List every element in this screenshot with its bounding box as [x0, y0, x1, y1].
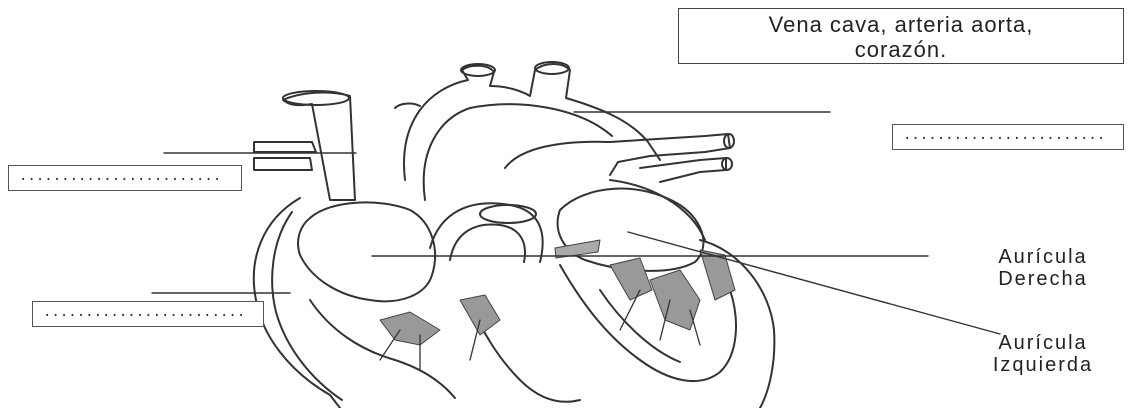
- vena-cava-right-edge: [395, 104, 420, 108]
- label-auricula-derecha-line-2: Derecha: [968, 268, 1118, 290]
- left-atrium: [558, 189, 704, 271]
- right-atrium: [298, 202, 435, 301]
- answer-blank-left-lower[interactable]: ........................: [32, 301, 264, 327]
- label-auricula-derecha: Aurícula Derecha: [968, 246, 1118, 290]
- label-auricula-derecha-line-1: Aurícula: [968, 246, 1118, 268]
- word-bank-line-1: Vena cava, arteria aorta,: [679, 12, 1123, 37]
- pulmonary-artery-right-lower: [640, 158, 726, 182]
- word-bank-box: Vena cava, arteria aorta, corazón.: [678, 8, 1124, 64]
- heart-outline-left-inner: [272, 212, 342, 400]
- papillary-muscle-left-3: [700, 250, 735, 300]
- label-auricula-izquierda-line-2: Izquierda: [968, 354, 1118, 376]
- aortic-arch: [404, 64, 660, 180]
- pulmonary-veins-left: [254, 142, 316, 170]
- label-auricula-izquierda-line-1: Aurícula: [968, 332, 1118, 354]
- superior-vena-cava: [283, 93, 355, 200]
- papillary-muscle-right: [380, 312, 440, 345]
- word-bank-line-2: corazón.: [679, 37, 1123, 62]
- heart-outline: [254, 198, 340, 408]
- aortic-arch-inner: [424, 104, 612, 200]
- pulmonary-artery-right: [505, 134, 730, 175]
- right-ventricle: [310, 300, 455, 398]
- papillary-muscle-mid: [460, 295, 500, 335]
- papillary-muscle-left-1: [610, 258, 652, 300]
- answer-blank-left-upper[interactable]: ........................: [8, 165, 242, 191]
- label-auricula-izquierda: Aurícula Izquierda: [968, 332, 1118, 376]
- answer-blank-top-right[interactable]: ........................: [892, 124, 1124, 150]
- pulmonary-valve: [480, 205, 536, 223]
